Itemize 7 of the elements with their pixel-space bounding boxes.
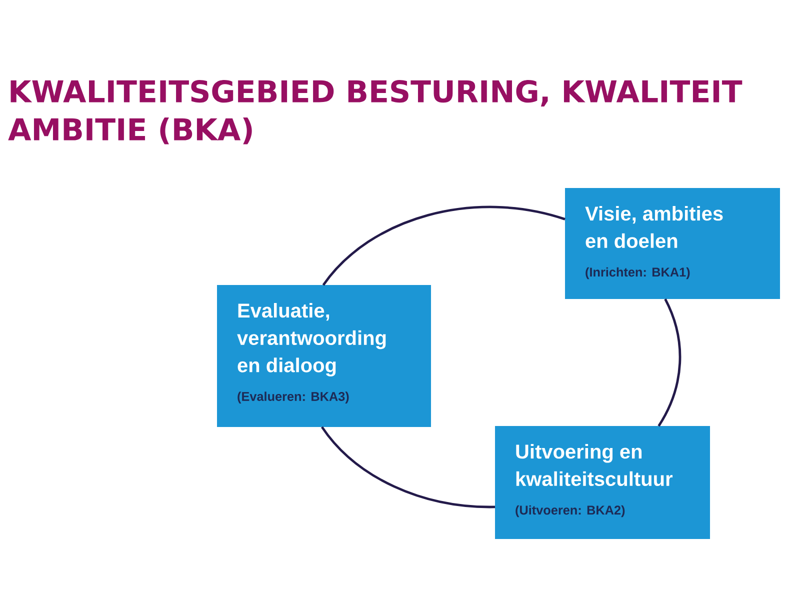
stage-box: Visie, ambities en doelen (Inrichten: BKA1) bbox=[565, 188, 780, 299]
cycle-arc bbox=[658, 298, 682, 427]
stage-box: Uitvoering en kwaliteitscultuur (Uitvoeren: BKA2) bbox=[495, 426, 710, 539]
stage-box: Evaluatie, verantwoording en dialoog (Evalueren: BKA3) bbox=[217, 285, 431, 427]
title: KWALITEITSGEBIED BESTURING, KWALITEIT AMBITIE (BKA) bbox=[8, 80, 742, 144]
cycle-arc bbox=[322, 206, 566, 286]
cycle-arc bbox=[321, 426, 496, 508]
